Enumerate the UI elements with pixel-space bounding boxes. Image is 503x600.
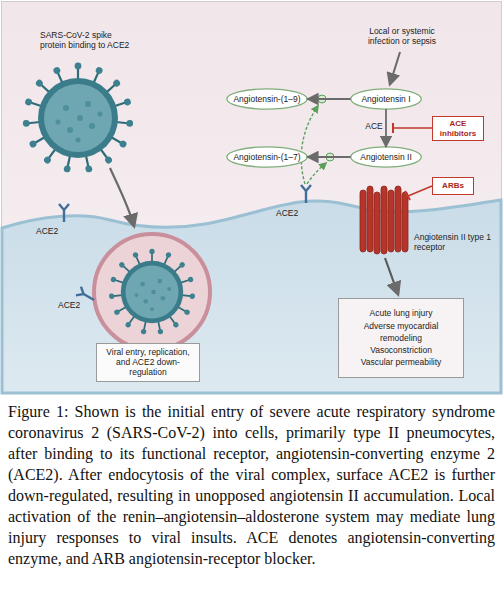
node-text: Acute lung injury [370,307,433,319]
node-text: Adverse myocardial remodeling [343,320,459,345]
reaction-arrow [385,109,387,147]
node-text: ACE inhibitors [435,119,481,137]
entry-arrow [110,168,134,226]
reaction-arrow [307,98,351,100]
enzyme-marker [318,95,326,103]
node-text: Vasoconstriction [370,344,432,356]
ace2-leader [307,163,326,184]
oval-shape [351,147,422,167]
drug-box: ACE inhibitors [432,116,484,141]
oval-shape [227,147,307,167]
receptor-label: ACE2 [58,300,88,310]
virus-label: SARS-CoV-2 spike protein binding to ACE2 [40,30,136,50]
node-text: Angiotensin II [360,152,412,162]
receptor-label: ACE2 [36,226,66,236]
cell-membrane [2,200,501,393]
edge-label: ACE [365,121,382,131]
node-text: Angiotensin-(1–7) [233,152,300,162]
peptide-oval: Angiotensin-(1–7) [226,146,308,168]
reaction-arrow [307,156,351,158]
ace2-leader [301,106,318,184]
outcome-box: Viral entry, replication, and ACE2 down-… [96,343,200,382]
peptide-oval: Angiotensin-(1–9) [226,88,308,110]
enzyme-marker [326,153,334,161]
trigger-label: Local or systemic infection or sepsis [364,26,440,46]
node-text: Vascular permeability [361,356,442,368]
at1-receptor [360,186,408,254]
drug-box: ARBs [432,177,474,195]
oval-shape [227,89,307,109]
node-text: Viral entry, replication, and ACE2 down-… [101,347,195,378]
inhibition-line [408,186,432,196]
panel-background [2,2,502,394]
node-text: Angiotensin I [361,94,410,104]
figure-caption: Figure 1: Shown is the initial entry of … [8,401,495,569]
effects-box: Acute lung injuryAdverse myocardial remo… [338,298,464,378]
peptide-oval: Angiotensin I [350,88,422,110]
infection-arrow [390,52,400,84]
inhibition-bar [405,191,410,200]
receptor-label: ACE2 [276,208,306,218]
inhibition-bar [392,123,394,133]
oval-shape [351,89,422,109]
internalized-virus [109,249,196,335]
endosome-vesicle [94,234,210,350]
node-text: ARBs [442,181,464,190]
receptor-label: Angiotensin II type 1 receptor [414,232,494,252]
inhibition-line [393,127,432,129]
peptide-oval: Angiotensin II [350,146,422,168]
node-text: Angiotensin-(1–9) [233,94,300,104]
signal-arrow [385,258,398,294]
